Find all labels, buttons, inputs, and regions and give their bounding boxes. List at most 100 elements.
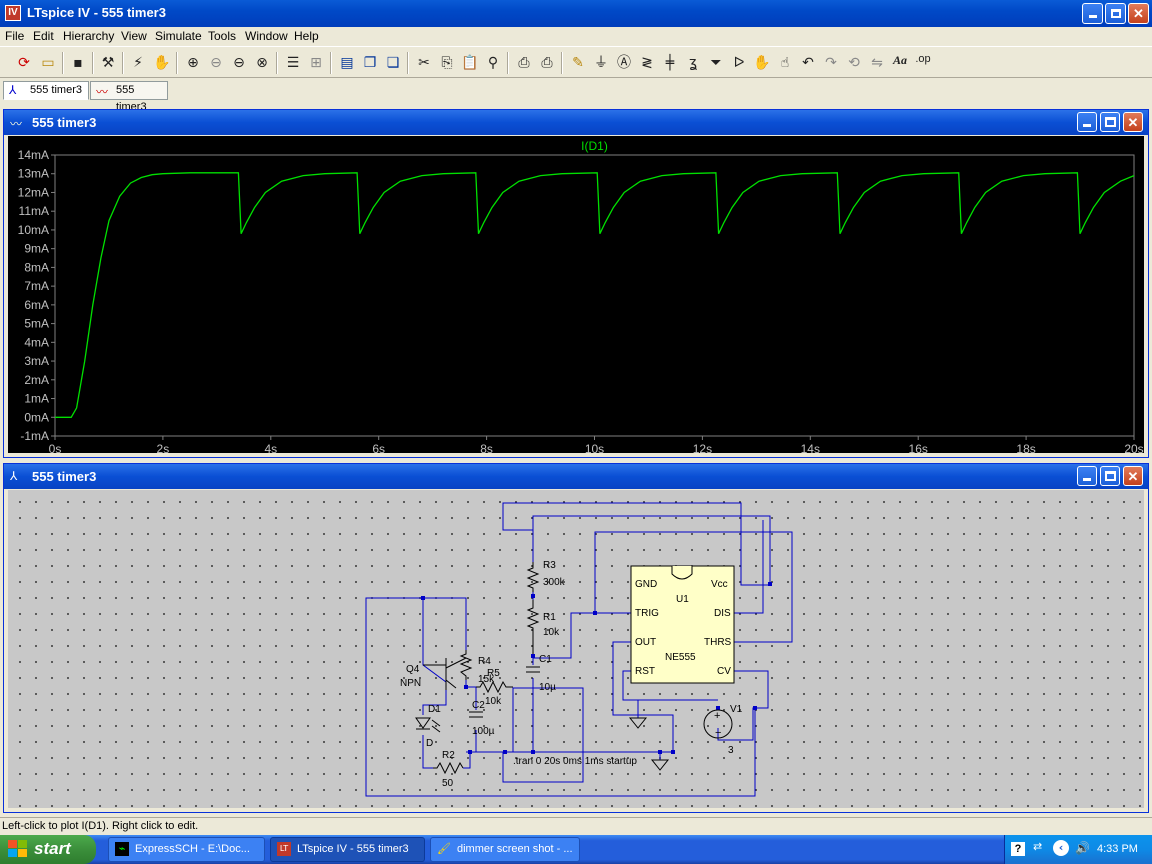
waveform-chart[interactable]: 14mA13mA12mA11mA10mA9mA8mA7mA6mA5mA4mA3m… bbox=[8, 136, 1146, 455]
menu-help[interactable]: Help bbox=[294, 29, 319, 43]
collapse-tray-icon[interactable]: ‹ bbox=[1053, 840, 1069, 856]
zoom-out-icon[interactable]: ⊖ bbox=[210, 55, 222, 71]
resistor-r4[interactable]: R4 15k bbox=[459, 650, 495, 685]
capacitor-c1[interactable]: C1 10µ bbox=[526, 654, 556, 693]
menu-tools[interactable]: Tools bbox=[208, 29, 237, 43]
tile-vertical-icon[interactable]: ❏ bbox=[386, 55, 400, 71]
inductor-icon[interactable]: ʓ bbox=[688, 55, 698, 71]
plot-minimize-button[interactable] bbox=[1077, 112, 1097, 132]
grid-icon[interactable]: ⊞ bbox=[310, 55, 322, 71]
spice-directive-icon[interactable]: .op bbox=[915, 53, 931, 65]
menu-window[interactable]: Window bbox=[245, 29, 288, 43]
trace-id1[interactable] bbox=[55, 172, 1135, 418]
find-icon[interactable]: ⚲ bbox=[487, 55, 499, 71]
tile-horizontal-icon[interactable]: ▤ bbox=[340, 55, 354, 71]
pin-vcc-label: Vcc bbox=[711, 579, 728, 590]
zoom-back-icon[interactable]: ⊖ bbox=[233, 55, 245, 71]
schematic-minimize-button[interactable] bbox=[1077, 466, 1097, 486]
mirror-icon[interactable]: ⇋ bbox=[871, 55, 883, 71]
minimize-button[interactable] bbox=[1082, 3, 1103, 24]
schematic-icon: ⅄ bbox=[9, 83, 17, 97]
resistor-r3[interactable]: R3 300k bbox=[526, 560, 566, 592]
zoom-cancel-icon[interactable]: ⊗ bbox=[256, 55, 268, 71]
print-preview-icon[interactable]: ⎙ bbox=[518, 55, 530, 71]
clock[interactable]: 4:33 PM bbox=[1097, 843, 1138, 855]
restore-button[interactable] bbox=[1105, 3, 1126, 24]
ground-icon[interactable]: ⏚ bbox=[594, 55, 608, 71]
resistor-r1[interactable]: R1 10k bbox=[526, 600, 560, 654]
run-sim-icon[interactable]: ⚡ bbox=[133, 55, 143, 71]
diode-icon[interactable]: ⏷ bbox=[710, 55, 722, 71]
label-icon[interactable]: Ⓐ bbox=[617, 55, 631, 71]
resistor-r2[interactable]: R2 50 bbox=[433, 750, 464, 789]
menu-edit[interactable]: Edit bbox=[33, 29, 54, 43]
cut-icon[interactable]: ✂ bbox=[418, 55, 430, 71]
transistor-q4[interactable]: Q4 NPN bbox=[400, 657, 467, 690]
menu-file[interactable]: File bbox=[5, 29, 25, 43]
rotate-icon[interactable]: ⟲ bbox=[848, 55, 860, 71]
close-button[interactable]: ✕ bbox=[1128, 3, 1149, 24]
volume-icon[interactable]: 🔊 bbox=[1075, 841, 1090, 855]
copy-icon[interactable]: ⎘ bbox=[441, 55, 453, 71]
resistor-icon[interactable]: ≷ bbox=[641, 55, 653, 71]
autorange-icon[interactable]: ☰ bbox=[286, 55, 300, 71]
menu-hierarchy[interactable]: Hierarchy bbox=[63, 29, 115, 43]
c2-name: C2 bbox=[472, 700, 485, 711]
schematic-drawing[interactable]: GND TRIG OUT RST Vcc DIS THRS CV U1 NE55… bbox=[8, 490, 1144, 808]
help-icon[interactable]: ? bbox=[1011, 842, 1025, 856]
system-tray: ? ⇄ ‹ 🔊 4:33 PM bbox=[1004, 835, 1152, 864]
taskbar-item-expresssch[interactable]: ⌁ ExpressSCH - E:\Doc... bbox=[108, 837, 265, 862]
zoom-in-icon[interactable]: ⊕ bbox=[187, 55, 199, 71]
schematic-window-title-bar[interactable]: ⅄ 555 timer3 ✕ bbox=[4, 464, 1148, 489]
paste-icon[interactable]: 📋 bbox=[461, 55, 479, 71]
schematic-close-button[interactable]: ✕ bbox=[1123, 466, 1143, 486]
cascade-icon[interactable]: ❐ bbox=[363, 55, 377, 71]
u1-part: NE555 bbox=[665, 652, 696, 663]
undo-icon[interactable]: ↶ bbox=[802, 55, 814, 71]
run-icon[interactable]: ⟳ bbox=[18, 55, 30, 71]
schematic-maximize-button[interactable] bbox=[1100, 466, 1120, 486]
menu-view[interactable]: View bbox=[121, 29, 147, 43]
plot-maximize-button[interactable] bbox=[1100, 112, 1120, 132]
x-tick-label: 10s bbox=[585, 442, 604, 455]
spice-directive[interactable]: .tran 0 20s 0ms 1ms startup bbox=[513, 756, 637, 767]
plot-window-title-bar[interactable]: 〰 555 timer3 ✕ bbox=[4, 110, 1148, 135]
print-icon[interactable]: ⎙ bbox=[541, 55, 553, 71]
menu-simulate[interactable]: Simulate bbox=[155, 29, 202, 43]
diode-d1[interactable]: D1 D bbox=[415, 704, 441, 749]
pan-icon[interactable]: ✋ bbox=[153, 55, 171, 71]
open-icon[interactable]: ▭ bbox=[41, 55, 55, 71]
document-tabs: ⅄ 555 timer3 〰 555 timer3 bbox=[0, 79, 1152, 113]
component-icon[interactable]: ᐅ bbox=[733, 55, 745, 71]
resistor-r5[interactable]: R5 10k bbox=[476, 668, 513, 707]
taskbar-item-paint[interactable]: 🖌 dimmer screen shot - ... bbox=[430, 837, 580, 862]
control-panel-icon[interactable]: ⚒ bbox=[101, 55, 115, 71]
network-icon[interactable]: ⇄ bbox=[1033, 840, 1043, 853]
y-tick-label: 12mA bbox=[18, 185, 49, 199]
plot-close-button[interactable]: ✕ bbox=[1123, 112, 1143, 132]
drag-icon[interactable]: ☝ bbox=[780, 55, 790, 71]
capacitor-c2[interactable]: C2 100µ bbox=[469, 700, 495, 737]
ltspice-app-icon[interactable]: IV bbox=[5, 5, 21, 21]
voltage-source-v1[interactable]: + − V1 3 bbox=[703, 704, 743, 756]
save-icon[interactable]: ▪ bbox=[73, 55, 83, 71]
minimize-icon bbox=[1083, 124, 1091, 127]
wire-icon[interactable]: ✎ bbox=[572, 55, 584, 71]
text-icon[interactable]: Aa bbox=[892, 53, 907, 67]
tab-waveform[interactable]: 〰 555 timer3 bbox=[90, 81, 168, 113]
move-icon[interactable]: ✋ bbox=[753, 55, 771, 71]
tab-schematic[interactable]: ⅄ 555 timer3 bbox=[3, 81, 89, 100]
start-button[interactable]: start bbox=[0, 835, 96, 864]
redo-icon[interactable]: ↷ bbox=[825, 55, 837, 71]
y-tick-label: 8mA bbox=[24, 260, 49, 274]
pin-dis-label: DIS bbox=[714, 608, 731, 619]
capacitor-icon[interactable]: ╪ bbox=[665, 55, 675, 71]
ne555-ic[interactable]: GND TRIG OUT RST Vcc DIS THRS CV U1 NE55… bbox=[630, 565, 735, 684]
main-title-bar[interactable]: IV LTspice IV - 555 timer3 ✕ bbox=[0, 0, 1152, 27]
v1-name: V1 bbox=[730, 704, 743, 715]
r1-name: R1 bbox=[543, 612, 556, 623]
schematic-canvas[interactable]: GND TRIG OUT RST Vcc DIS THRS CV U1 NE55… bbox=[8, 490, 1144, 808]
trace-name-label[interactable]: I(D1) bbox=[581, 139, 608, 153]
taskbar-item-ltspice[interactable]: LT LTspice IV - 555 timer3 bbox=[270, 837, 425, 862]
